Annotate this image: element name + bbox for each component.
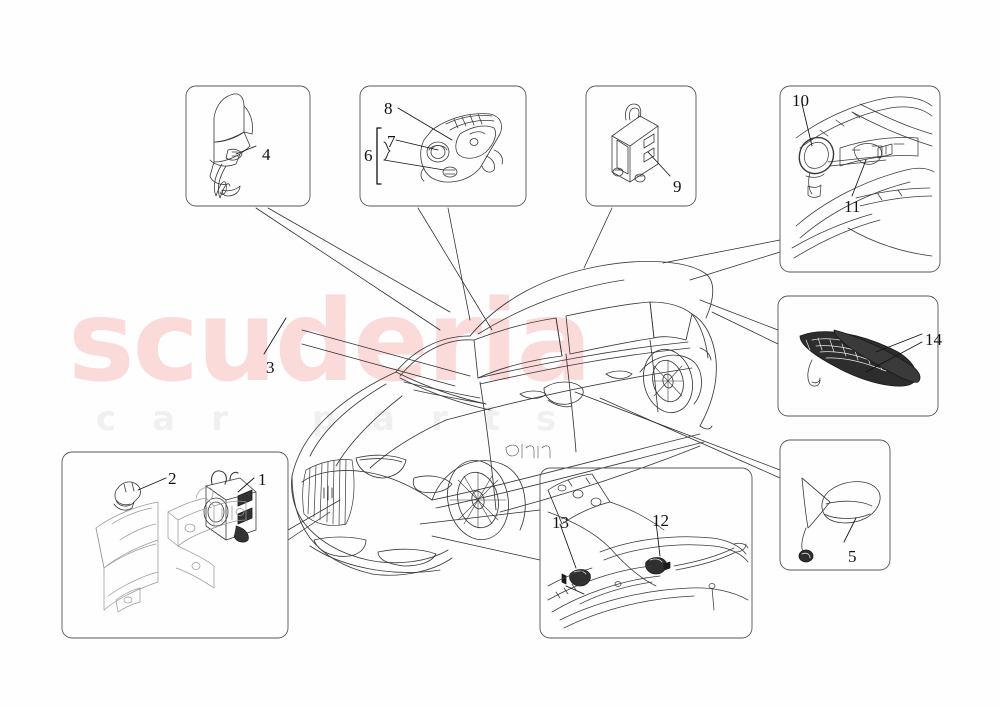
callout-box-radar — [61, 451, 289, 639]
part-number-2: 2 — [168, 469, 177, 488]
part-number-12: 12 — [652, 511, 669, 530]
part-number-4: 4 — [262, 145, 271, 164]
callout-box-mirror-left — [185, 85, 311, 207]
callout-box-mirror-right — [779, 439, 891, 571]
number-leader-lines — [137, 103, 923, 595]
callout-box-module-9 — [585, 85, 697, 207]
part-number-5: 5 — [848, 547, 857, 566]
part-number-1: 1 — [258, 470, 267, 489]
watermark-scuderia: scuderia — [68, 277, 592, 407]
callout-box-bumper-sensors — [539, 467, 753, 639]
part-number-6: 6 — [364, 146, 373, 165]
part-number-14: 14 — [925, 330, 942, 349]
callout-box-brake-light — [777, 295, 939, 417]
part-number-9: 9 — [673, 177, 682, 196]
car-illustration — [291, 260, 717, 576]
part-number-3: 3 — [266, 358, 275, 377]
part-number-8: 8 — [384, 99, 393, 118]
callout-box-rain-sensor — [359, 85, 527, 207]
part-number-13: 13 — [552, 513, 569, 532]
part-number-11: 11 — [844, 197, 861, 216]
callout-box-trunk-sensors — [779, 85, 941, 273]
part-number-7: 7 — [387, 132, 396, 151]
part-number-10: 10 — [792, 91, 809, 110]
